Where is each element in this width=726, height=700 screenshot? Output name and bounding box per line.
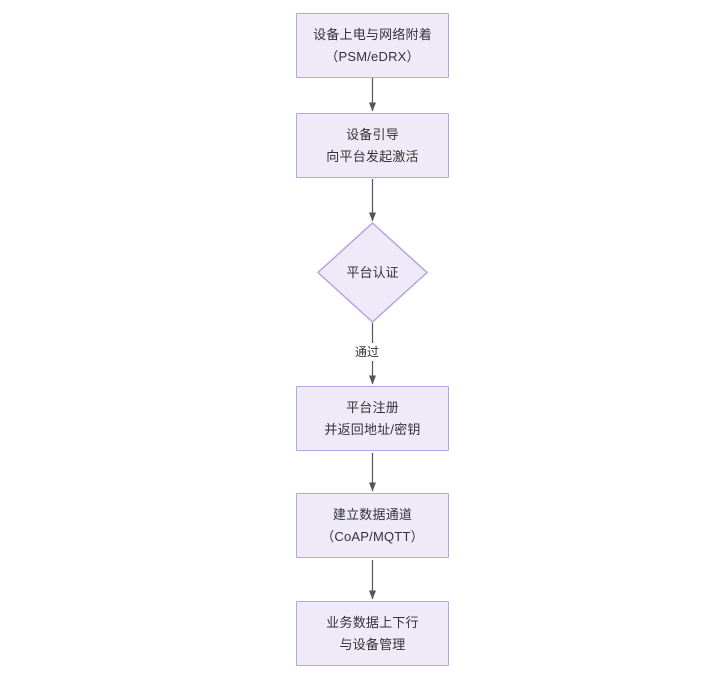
flowchart-node-n6-label: 业务数据上下行 与设备管理	[326, 614, 419, 652]
flowchart-node-n5[interactable]: 建立数据通道 （CoAP/MQTT）	[296, 493, 449, 558]
diamond-shape	[317, 222, 428, 323]
flowchart-node-n1[interactable]: 设备上电与网络附着 （PSM/eDRX）	[296, 13, 449, 78]
flowchart-node-n3[interactable]: 平台认证	[317, 222, 428, 323]
edge-label-n3-n4: 通过	[352, 343, 383, 361]
flowchart-node-n5-label: 建立数据通道 （CoAP/MQTT）	[321, 506, 424, 544]
flowchart-node-n4-label: 平台注册 并返回地址/密钥	[324, 399, 421, 437]
flowchart-node-n2-label: 设备引导 向平台发起激活	[326, 126, 419, 164]
flowchart-node-n2[interactable]: 设备引导 向平台发起激活	[296, 113, 449, 178]
flowchart-node-n6[interactable]: 业务数据上下行 与设备管理	[296, 601, 449, 666]
flowchart-node-n3-label: 平台认证	[346, 264, 399, 280]
flowchart-node-n1-label: 设备上电与网络附着 （PSM/eDRX）	[313, 26, 432, 64]
flowchart-node-n4[interactable]: 平台注册 并返回地址/密钥	[296, 386, 449, 451]
